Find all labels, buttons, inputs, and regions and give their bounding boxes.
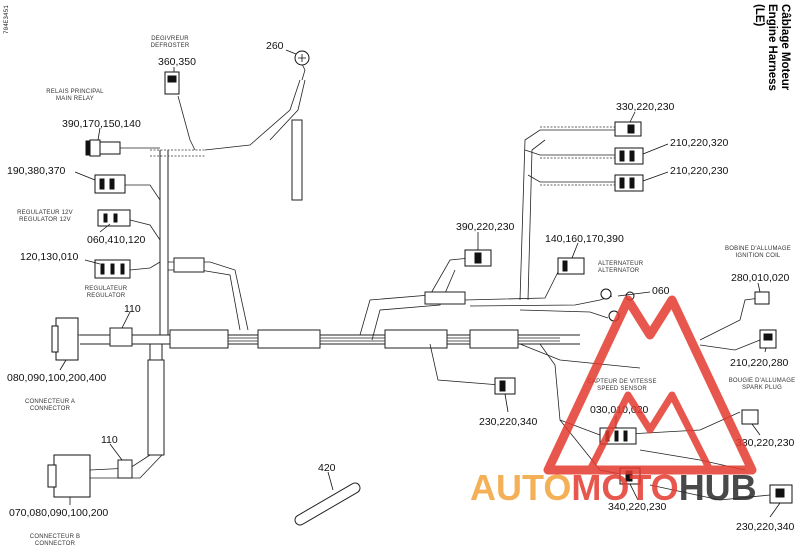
- label-alternateur-en: ALTERNATOR: [598, 268, 640, 274]
- ring-terminal-060: [600, 288, 612, 300]
- branch-sleeve: [173, 257, 205, 273]
- callout-210-220-280: 210,220,280: [730, 357, 789, 369]
- callout-420: 420: [318, 462, 336, 474]
- callout-390-220-230: 390,220,230: [456, 221, 515, 233]
- callout-210-220-230: 210,220,230: [670, 165, 729, 177]
- label-relais-en: MAIN RELAY: [56, 96, 94, 102]
- watermark: AUTOMOTOHUB: [470, 295, 757, 508]
- trunk-sleeve: [469, 329, 519, 349]
- label-connecteur-a-fr: CONNECTEUR A: [25, 399, 75, 405]
- callout-120-130-010: 120,130,010: [20, 251, 79, 263]
- label-bougie-fr: BOUGIE D'ALLUMAGE: [729, 378, 796, 384]
- label-reg12-fr: REGULATEUR 12V: [17, 210, 73, 216]
- callout-140-160-170-390: 140,160,170,390: [545, 233, 624, 245]
- label-degivreur-en: DEFROSTER: [151, 43, 190, 49]
- connector-name-labels: DEGIVREUR DEFROSTER RELAIS PRINCIPAL MAI…: [17, 36, 795, 547]
- callout-330-220-230-right: 330,220,230: [736, 437, 795, 449]
- label-capteur-fr: CAPTEUR DE VITESSE: [587, 379, 656, 385]
- label-reg12-en: REGULATOR 12V: [19, 217, 71, 223]
- defroster-sleeve: [291, 119, 303, 201]
- label-bobine-en: IGNITION COIL: [736, 253, 781, 259]
- connector-280: [754, 291, 770, 305]
- title-block: Câblage Moteur Engine Harness (LE): [753, 4, 791, 91]
- title-subtitle: (LE): [753, 4, 765, 27]
- lower-sleeve-110: [117, 459, 133, 479]
- connector-210-230: [614, 174, 644, 192]
- label-connecteur-b-en: CONNECTOR: [35, 541, 76, 547]
- watermark-part-moto: MOTO: [571, 467, 678, 508]
- callout-280-010-020: 280,010,020: [731, 272, 790, 284]
- trunk-sleeve: [257, 329, 321, 349]
- connector-210-320: [614, 147, 644, 165]
- label-regulateur-en: REGULATOR: [87, 293, 126, 299]
- label-bobine-fr: BOBINE D'ALLUMAGE: [725, 246, 791, 252]
- callout-340-220-230: 340,220,230: [608, 501, 667, 513]
- trunk-sleeve: [169, 329, 229, 349]
- label-relais-fr: RELAIS PRINCIPAL: [46, 89, 104, 95]
- connector-a: [55, 317, 79, 361]
- watermark-logo-outline: [543, 295, 757, 475]
- label-degivreur-fr: DEGIVREUR: [151, 36, 189, 42]
- callout-060: 060: [652, 285, 670, 297]
- callout-210-220-320: 210,220,320: [670, 137, 729, 149]
- callout-numbers: 260 360,350 390,170,150,140 190,380,370 …: [7, 40, 795, 533]
- callout-360-350: 360,350: [158, 56, 196, 68]
- lower-sleeve: [147, 359, 165, 456]
- harness-wiring: [78, 59, 771, 501]
- title-english: Engine Harness: [766, 4, 778, 91]
- callout-230-220-340-mid: 230,220,340: [479, 416, 538, 428]
- label-capteur-en: SPEED SENSOR: [597, 386, 647, 392]
- watermark-part-hub: HUB: [679, 467, 757, 508]
- callout-390-170-150-140: 390,170,150,140: [62, 118, 141, 130]
- sleeve-110: [109, 327, 133, 347]
- callout-190-380-370: 190,380,370: [7, 165, 66, 177]
- title-french: Câblage Moteur: [779, 4, 791, 91]
- label-connecteur-b-fr: CONNECTEUR B: [30, 534, 80, 540]
- callout-230-220-340-bottom: 230,220,340: [736, 521, 795, 533]
- label-bougie-en: SPARK PLUG: [742, 385, 782, 391]
- document-code: 704E3451: [3, 5, 10, 34]
- connector-330-right: [741, 409, 759, 425]
- watermark-logo-inner: [586, 391, 714, 474]
- callout-080-090-100-200-400: 080,090,100,200,400: [7, 372, 106, 384]
- callout-070-080-090-100-200: 070,080,090,100,200: [9, 507, 108, 519]
- callout-330-220-230-top: 330,220,230: [616, 101, 675, 113]
- callout-110-bottom: 110: [101, 434, 118, 446]
- callout-leaders: [59, 49, 781, 518]
- connector-b: [53, 454, 91, 498]
- label-alternateur-fr: ALTERNATEUR: [598, 261, 644, 267]
- alternator-connector: [557, 257, 585, 275]
- callout-060-410-120: 060,410,120: [87, 234, 146, 246]
- label-regulateur-fr: REGULATEUR: [85, 286, 128, 292]
- watermark-text: AUTOMOTOHUB: [470, 467, 757, 508]
- main-relay-connector: [89, 139, 101, 157]
- branch-sleeve: [424, 291, 466, 305]
- watermark-part-auto: AUTO: [470, 467, 571, 508]
- trunk-sleeve: [384, 329, 448, 349]
- callout-260: 260: [266, 40, 284, 52]
- defroster-connector: [164, 71, 180, 95]
- label-connecteur-a-en: CONNECTOR: [30, 406, 71, 412]
- connector-shapes: [47, 50, 793, 526]
- callout-110-top: 110: [124, 303, 141, 315]
